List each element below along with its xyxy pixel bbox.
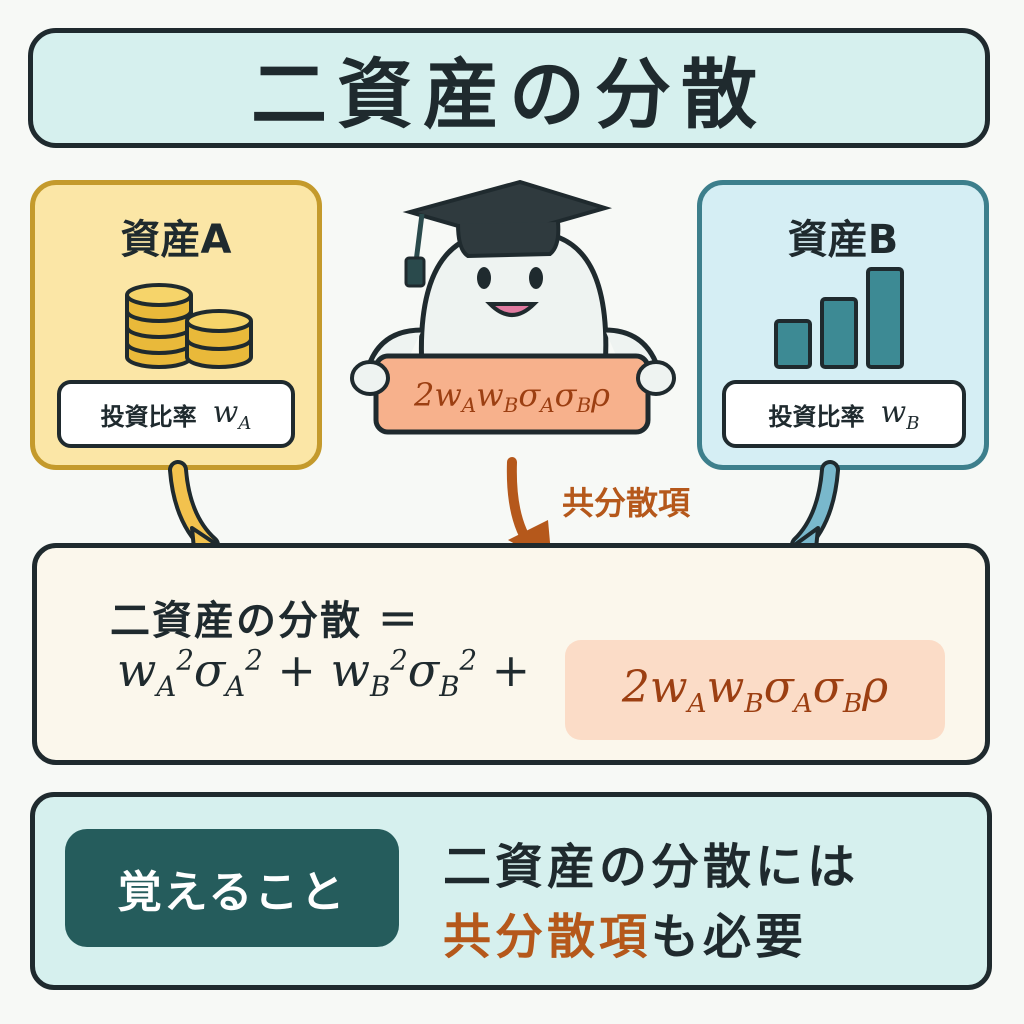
formula-panel: 二資産の分散 ＝ wA2σA2 + wB2σB2 + 2wAwBσAσBρ bbox=[32, 543, 990, 765]
summary-line-1: 二資産の分散には bbox=[443, 839, 860, 895]
summary-line-2: 共分散項も必要 bbox=[443, 897, 807, 967]
formula-variance-terms: wA2σA2 + wB2σB2 + bbox=[117, 643, 531, 704]
weight-b-label: 投資比率 bbox=[768, 402, 865, 431]
asset-b-card: 資産B 投資比率 wB bbox=[697, 180, 989, 470]
weight-a-symbol: wA bbox=[212, 394, 252, 434]
covariance-term: 2wAwBσAσBρ bbox=[621, 661, 889, 719]
title-banner: 二資産の分散 bbox=[28, 28, 990, 148]
asset-b-title: 資産B bbox=[787, 217, 899, 263]
summary-accent: 共分散項 bbox=[443, 909, 652, 965]
weight-a-label: 投資比率 bbox=[100, 402, 197, 431]
summary-panel: 覚えること 二資産の分散には 共分散項も必要 bbox=[30, 792, 992, 990]
formula-lhs: 二資産の分散 ＝ bbox=[110, 598, 420, 644]
weight-b-box: 投資比率 wB bbox=[722, 380, 966, 448]
weight-a-box: 投資比率 wA bbox=[57, 380, 295, 448]
covariance-term-highlight: 2wAwBσAσBρ bbox=[565, 640, 945, 740]
mascot-professor: 2wAwBσAσBρ bbox=[350, 180, 676, 435]
weight-b-symbol: wB bbox=[880, 394, 920, 434]
summary-rest: も必要 bbox=[651, 909, 808, 965]
bar-chart-icon bbox=[774, 267, 904, 369]
coin-stack-icon bbox=[125, 283, 253, 369]
covariance-label: 共分散項 bbox=[562, 484, 691, 522]
remember-badge-label: 覚えること bbox=[117, 867, 347, 918]
asset-a-card: 資産A bbox=[30, 180, 322, 470]
mascot-sign-formula: 2wAwBσAσBρ bbox=[413, 376, 610, 417]
page-title: 二資産の分散 bbox=[251, 50, 767, 139]
remember-badge: 覚えること bbox=[65, 829, 399, 947]
asset-a-title: 資産A bbox=[120, 217, 232, 263]
